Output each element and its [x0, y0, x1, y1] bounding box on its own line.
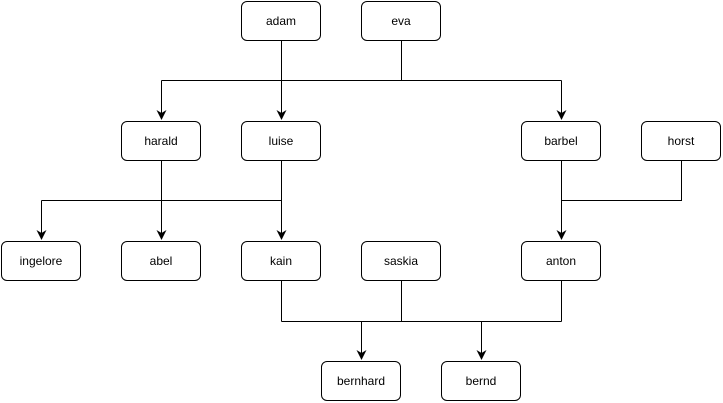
- connector-horst-down: [561, 161, 682, 201]
- node-saskia[interactable]: saskia: [361, 241, 441, 281]
- node-horst[interactable]: horst: [641, 121, 721, 161]
- node-ingelore[interactable]: ingelore: [1, 241, 81, 281]
- node-harald[interactable]: harald: [121, 121, 201, 161]
- node-anton[interactable]: anton: [521, 241, 601, 281]
- node-bernd[interactable]: bernd: [441, 361, 521, 401]
- node-bernhard[interactable]: bernhard: [321, 361, 401, 401]
- node-eva[interactable]: eva: [361, 1, 441, 41]
- node-kain[interactable]: kain: [241, 241, 321, 281]
- node-barbel[interactable]: barbel: [521, 121, 601, 161]
- node-abel[interactable]: abel: [121, 241, 201, 281]
- node-luise[interactable]: luise: [241, 121, 321, 161]
- node-adam[interactable]: adam: [241, 1, 321, 41]
